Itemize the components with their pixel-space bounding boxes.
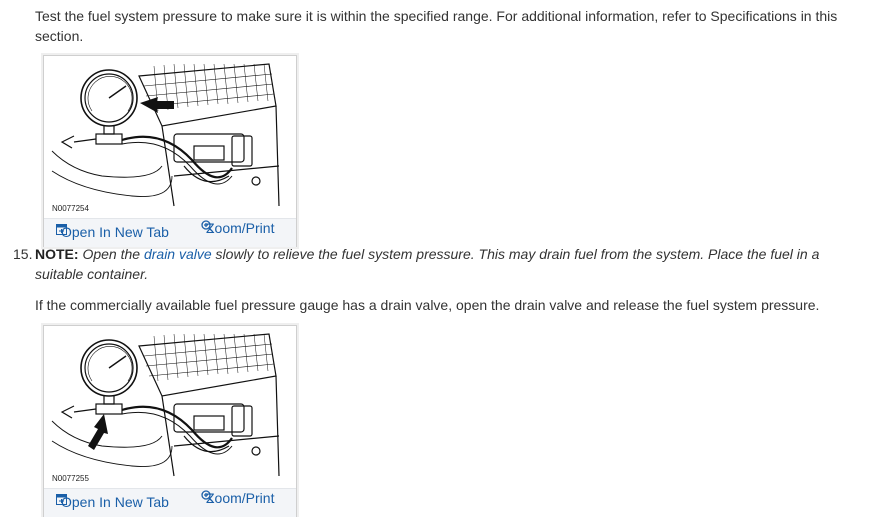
open-in-new-tab-label: Open In New Tab: [61, 224, 169, 240]
zoom-print-label: Zoom/Print: [206, 490, 275, 506]
step-15-paragraph: If the commercially available fuel press…: [35, 297, 820, 313]
step-number: 15.: [13, 246, 33, 262]
zoom-print-label: Zoom/Print: [206, 220, 275, 236]
figure-action-bar: Open In New Tab Zoom/Print: [44, 488, 296, 517]
figure-fuel-gauge-2: N0077255 Open In New Tab Zoom/Print: [43, 325, 297, 517]
note-label: NOTE:: [35, 246, 79, 262]
open-in-new-tab-link[interactable]: Open In New Tab: [56, 224, 169, 240]
note-text-1: Open the: [78, 246, 144, 262]
fuel-gauge-illustration: [51, 63, 280, 207]
figure-code: N0077254: [52, 204, 89, 213]
drain-valve-link[interactable]: drain valve: [143, 246, 212, 262]
fuel-gauge-drain-illustration: [51, 333, 280, 477]
open-in-new-tab-label: Open In New Tab: [61, 494, 169, 510]
zoom-print-link[interactable]: Zoom/Print: [201, 490, 274, 506]
figure-action-bar: Open In New Tab Zoom/Print: [44, 218, 296, 247]
figure-fuel-gauge-1: N0077254 Open In New Tab Zoom/Print: [43, 55, 297, 247]
open-in-new-tab-link[interactable]: Open In New Tab: [56, 494, 169, 510]
note-text-3: suitable container.: [35, 266, 149, 282]
figure-code: N0077255: [52, 474, 89, 483]
note-text-2: slowly to relieve the fuel system pressu…: [211, 246, 820, 262]
zoom-print-link[interactable]: Zoom/Print: [201, 220, 274, 236]
intro-paragraph: Test the fuel system pressure to make su…: [35, 8, 838, 44]
step-15: 15.NOTE: Open the drain valve slowly to …: [13, 244, 853, 284]
